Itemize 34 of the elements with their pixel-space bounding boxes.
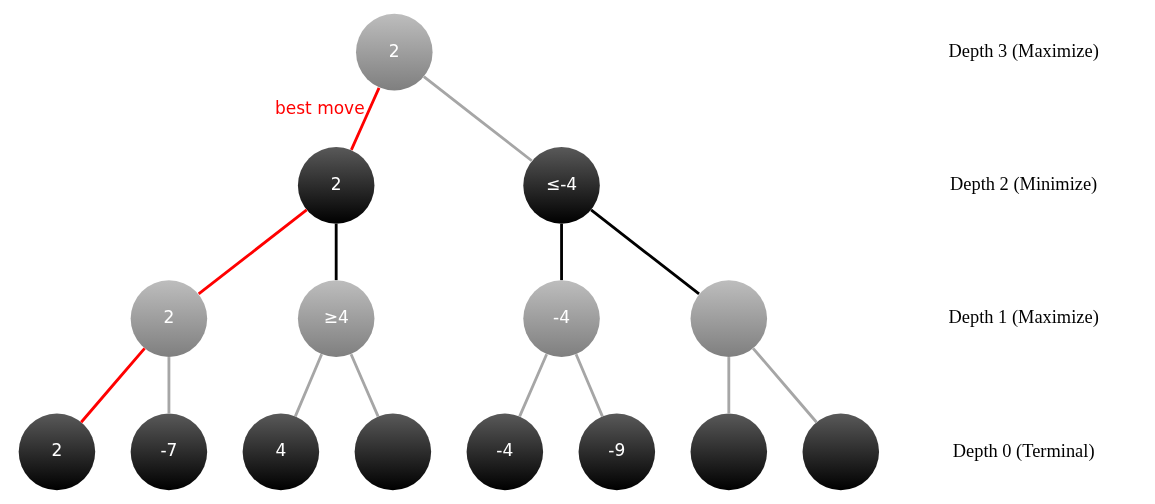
label: Depth 1 (Maximize): [948, 307, 1099, 328]
node-circle: 4: [242, 413, 320, 491]
node-circle: -9: [578, 413, 656, 491]
node-circle: ≤-4: [523, 147, 600, 224]
node-circle: 2: [130, 280, 208, 357]
connector: [752, 347, 818, 424]
node-circle: [690, 280, 768, 357]
node-circle: 2: [356, 13, 433, 91]
node-circle: -4: [523, 280, 600, 357]
connector: [727, 357, 731, 414]
connector: [574, 353, 604, 417]
connector: [80, 347, 146, 424]
node-circle: -4: [466, 413, 544, 491]
connector: [167, 357, 171, 414]
node-circle: 2: [18, 413, 96, 491]
label: Depth 3 (Maximize): [948, 40, 1099, 61]
node-circle: ≥4: [297, 280, 375, 357]
label: Depth 2 (Minimize): [950, 174, 1098, 195]
connector: [518, 353, 548, 417]
connector: [560, 223, 563, 281]
node-circle: 2: [297, 147, 375, 224]
connector: [590, 208, 700, 296]
label: Depth 0 (Terminal): [952, 440, 1095, 461]
connector: [422, 75, 533, 162]
node-circle: [354, 413, 432, 491]
node-circle: -7: [130, 413, 208, 491]
edge-label: best move: [274, 98, 365, 119]
connector: [294, 353, 323, 417]
node-circle: [802, 413, 880, 491]
connector: [349, 353, 380, 417]
connector: [350, 87, 381, 151]
connector: [197, 208, 308, 296]
connector: [334, 223, 338, 281]
node-circle: [690, 413, 768, 491]
